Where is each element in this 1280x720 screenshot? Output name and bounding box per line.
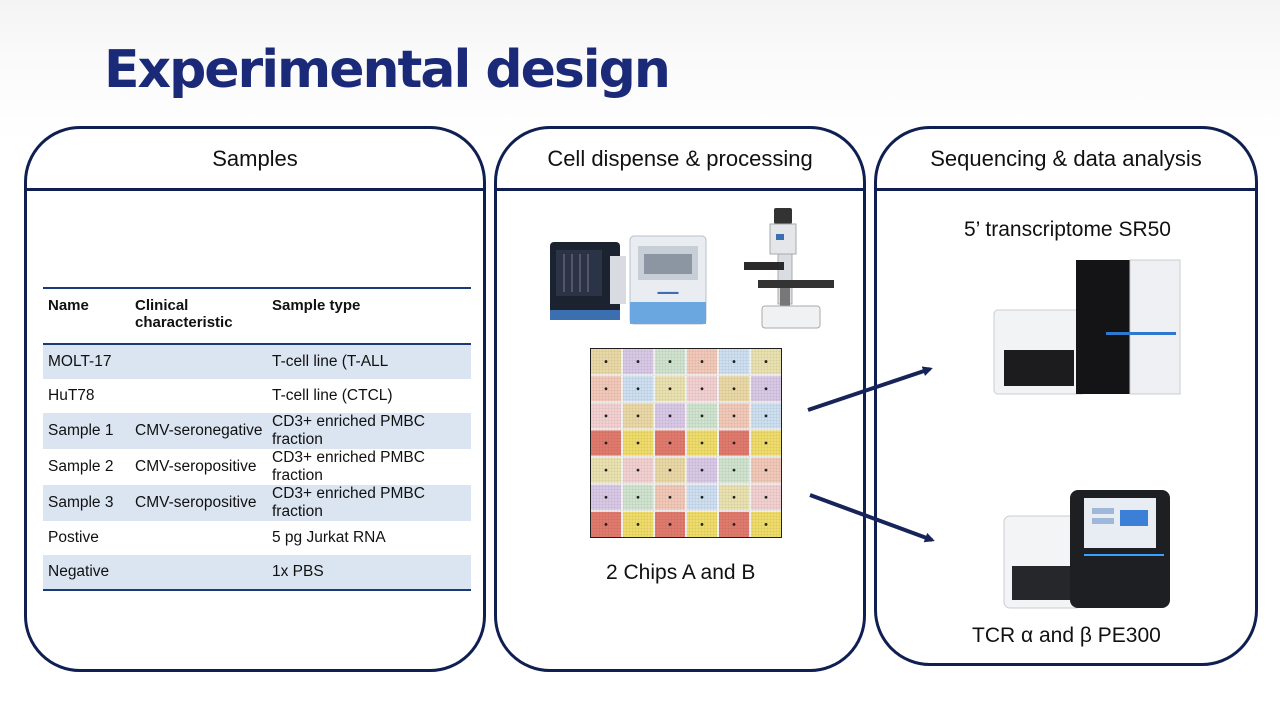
cell-name: Sample 2 <box>48 458 114 475</box>
sequencer-large-icon <box>993 259 1181 395</box>
cell-sample-type: T-cell line (CTCL) <box>272 387 393 404</box>
cell-sample-type: CD3+ enriched PMBC fraction <box>267 485 471 521</box>
cell-name: HuT78 <box>48 387 95 404</box>
cell-name: Sample 1 <box>43 413 130 449</box>
page-title: Experimental design <box>104 40 671 100</box>
cell-name: MOLT-17 <box>43 344 130 379</box>
table-row: MOLT-17 T-cell line (T-ALL <box>43 344 471 379</box>
cell-clinical <box>130 521 267 555</box>
dispenser-instrument-icon: ▬▬▬ <box>550 235 707 325</box>
samples-panel-header: Samples <box>27 129 483 191</box>
chip-caption: 2 Chips A and B <box>606 561 756 584</box>
svg-text:▬▬▬: ▬▬▬ <box>658 289 679 296</box>
cell-sample-type: CD3+ enriched PMBC fraction <box>267 413 471 449</box>
cell-sample-type: 5 pg Jurkat RNA <box>272 529 386 546</box>
column-header-name: Name <box>43 287 130 345</box>
microscope-icon <box>744 208 834 329</box>
table-row: Sample 1 CMV-seronegative CD3+ enriched … <box>43 413 471 449</box>
table-header-row: Name Clinical characteristic Sample type <box>43 287 471 345</box>
samples-table: Name Clinical characteristic Sample type… <box>43 287 471 591</box>
cell-sample-type: CD3+ enriched PMBC fraction <box>272 449 425 484</box>
table-row: Postive 5 pg Jurkat RNA <box>43 521 471 555</box>
cell-clinical: CMV-seronegative <box>130 413 267 449</box>
table-row: Sample 2 CMV-seropositive CD3+ enriched … <box>43 449 471 485</box>
cell-name: Negative <box>43 555 130 591</box>
sequencing-caption-bottom: TCR α and β PE300 <box>972 624 1161 647</box>
sequencing-caption-top: 5’ transcriptome SR50 <box>964 218 1171 241</box>
samples-panel: Samples Name Clinical characteristic Sam… <box>24 126 486 672</box>
sequencing-panel: Sequencing & data analysis <box>874 126 1258 666</box>
sequencing-panel-header: Sequencing & data analysis <box>877 129 1255 191</box>
cell-clinical: CMV-seropositive <box>130 485 267 521</box>
cell-clinical: CMV-seropositive <box>135 458 257 475</box>
cell-sample-type: T-cell line (T-ALL <box>267 344 471 379</box>
table-row: Negative 1x PBS <box>43 555 471 591</box>
table-row: Sample 3 CMV-seropositive CD3+ enriched … <box>43 485 471 521</box>
cell-name: Postive <box>48 529 99 546</box>
cell-sample-type: 1x PBS <box>267 555 471 591</box>
processing-panel-header: Cell dispense & processing <box>497 129 863 191</box>
column-header-sample-type: Sample type <box>267 287 471 345</box>
sequencer-benchtop-icon <box>1003 490 1170 609</box>
cell-clinical <box>130 555 267 591</box>
cell-clinical <box>130 344 267 379</box>
cell-name: Sample 3 <box>43 485 130 521</box>
cell-clinical <box>130 379 267 413</box>
column-header-clinical: Clinical characteristic <box>130 287 267 345</box>
chip-grid-icon <box>590 348 782 538</box>
table-row: HuT78 T-cell line (CTCL) <box>43 379 471 413</box>
